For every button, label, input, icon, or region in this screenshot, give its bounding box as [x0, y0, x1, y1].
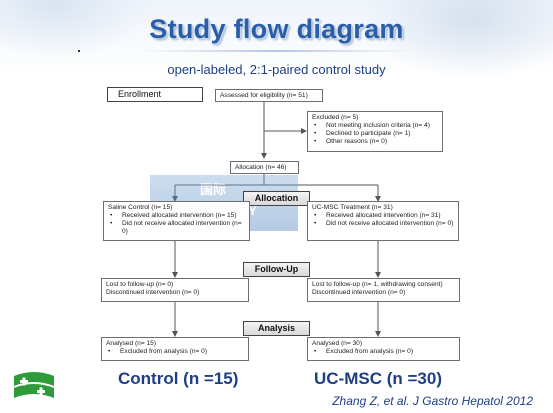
excluded-item: Not meeting inclusion criteria (n= 4) [312, 122, 438, 130]
slide-subtitle: open-labeled, 2:1-paired control study [167, 62, 386, 77]
box-eligibility: Assessed for eligibility (n= 51) [215, 89, 323, 102]
excluded-item: Declined to participate (n= 1) [312, 130, 438, 138]
control-allocation-list: Received allocated intervention (n= 15) … [108, 212, 245, 236]
box-treatment-analysis: Analysed (n= 30) Excluded from analysis … [307, 337, 460, 361]
control-allocation-header: Saline Control (n= 15) [108, 204, 173, 211]
watermark-cjk-text: 国际 [200, 182, 227, 197]
excluded-item: Other reasons (n= 0) [312, 138, 438, 146]
box-allocation-total: Allocation (n= 46) [230, 161, 299, 174]
treatment-followup-line: Lost to follow-up (n= 1, withdrawing con… [312, 281, 443, 288]
treatment-followup-line: Discontinued intervention (n= 0) [312, 289, 406, 296]
box-control-allocation: Saline Control (n= 15) Received allocate… [103, 201, 250, 241]
stage-follow-up: Follow-Up [243, 262, 310, 277]
treatment-analysis-header: Analysed (n= 30) [312, 340, 363, 347]
control-allocation-item: Did not receive allocated intervention (… [108, 220, 245, 236]
treatment-analysis-list: Excluded from analysis (n= 0) [312, 348, 455, 356]
allocation-total-text: Allocation (n= 46) [235, 164, 287, 171]
citation: Zhang Z, et al. J Gastro Hepatol 2012 [332, 394, 533, 408]
treatment-allocation-item: Received allocated intervention (n= 31) [312, 212, 454, 220]
excluded-header: Excluded (n= 5) [312, 114, 359, 121]
box-excluded: Excluded (n= 5) Not meeting inclusion cr… [307, 111, 443, 152]
treatment-allocation-header: UC-MSC Treatment (n= 31) [312, 204, 393, 211]
hospital-cross-logo [14, 372, 54, 398]
control-followup-line: Discontinued intervention (n= 0) [106, 289, 200, 296]
control-analysis-header: Analysed (n= 15) [106, 340, 157, 347]
excluded-list: Not meeting inclusion criteria (n= 4) De… [312, 122, 438, 146]
treatment-allocation-list: Received allocated intervention (n= 31) … [312, 212, 454, 228]
treatment-analysis-item: Excluded from analysis (n= 0) [312, 348, 455, 356]
stage-enrollment: Enrollment [107, 87, 203, 102]
control-followup-line: Lost to follow-up (n= 0) [106, 281, 174, 288]
slide-title: Study flow diagram [149, 14, 404, 44]
box-treatment-followup: Lost to follow-up (n= 1, withdrawing con… [307, 278, 460, 302]
box-control-followup: Lost to follow-up (n= 0) Discontinued in… [101, 278, 249, 302]
bullet-dot [78, 50, 80, 52]
eligibility-text: Assessed for eligibility (n= 51) [220, 92, 308, 99]
control-allocation-item: Received allocated intervention (n= 15) [108, 212, 245, 220]
title-underline [140, 50, 412, 52]
group-label-treatment: UC-MSC (n =30) [314, 369, 442, 388]
treatment-allocation-item: Did not receive allocated intervention (… [312, 220, 454, 228]
control-analysis-item: Excluded from analysis (n= 0) [106, 348, 244, 356]
control-analysis-list: Excluded from analysis (n= 0) [106, 348, 244, 356]
box-control-analysis: Analysed (n= 15) Excluded from analysis … [101, 337, 249, 361]
stage-analysis: Analysis [243, 321, 310, 336]
group-label-control: Control (n =15) [118, 369, 239, 388]
box-treatment-allocation: UC-MSC Treatment (n= 31) Received alloca… [307, 201, 459, 241]
stage-allocation: Allocation [243, 191, 310, 206]
